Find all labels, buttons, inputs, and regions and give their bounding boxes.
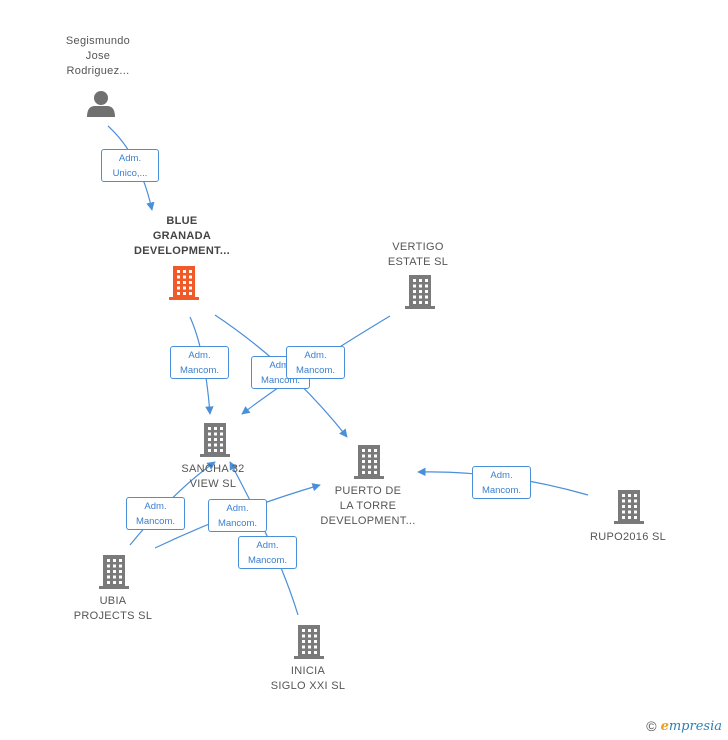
node-label-ubia[interactable]: UBIA PROJECTS SL <box>73 595 153 622</box>
edge-label-ubia-sancha[interactable]: Adm. Mancom. <box>126 497 185 530</box>
node-label-segismundo[interactable]: Segismundo Jose Rodriguez... <box>65 35 131 77</box>
building-icon-blue[interactable] <box>169 266 199 300</box>
node-label-puerto[interactable]: PUERTO DE LA TORRE DEVELOPMENT... <box>320 485 416 527</box>
person-icon-segismundo[interactable] <box>87 91 115 117</box>
footer-brand: © empresia <box>646 718 722 734</box>
building-icon-vertigo[interactable] <box>405 275 435 309</box>
empresia-logo[interactable]: empresia <box>660 718 722 734</box>
edge-label-inicia-sancha[interactable]: Adm. Mancom. <box>238 536 297 569</box>
edge-label-blue-sancha[interactable]: Adm. Mancom. <box>170 346 229 379</box>
edge-ubia-sancha <box>129 461 216 546</box>
edge-label-vertigo-sancha[interactable]: Adm. Mancom. <box>286 346 345 379</box>
building-icon-inicia[interactable] <box>294 625 324 659</box>
building-icon-puerto[interactable] <box>354 445 384 479</box>
node-label-rupo[interactable]: RUPO2016 SL <box>589 531 667 543</box>
building-icon-sancha[interactable] <box>200 423 230 457</box>
node-label-vertigo[interactable]: VERTIGO ESTATE SL <box>387 241 449 268</box>
edge-label-rupo-puerto[interactable]: Adm. Mancom. <box>472 466 531 499</box>
node-label-inicia[interactable]: INICIA SIGLO XXI SL <box>270 665 346 692</box>
copyright-symbol: © <box>646 718 657 734</box>
edge-label-segismundo-blue[interactable]: Adm. Unico,... <box>101 149 159 182</box>
edge-label-ubia-puerto[interactable]: Adm. Mancom. <box>208 499 267 532</box>
building-icon-ubia[interactable] <box>99 555 129 589</box>
node-label-sancha[interactable]: SANCHA 32 VIEW SL <box>181 463 245 490</box>
node-label-blue[interactable]: BLUE GRANADA DEVELOPMENT... <box>134 215 230 257</box>
building-icon-rupo[interactable] <box>614 490 644 524</box>
